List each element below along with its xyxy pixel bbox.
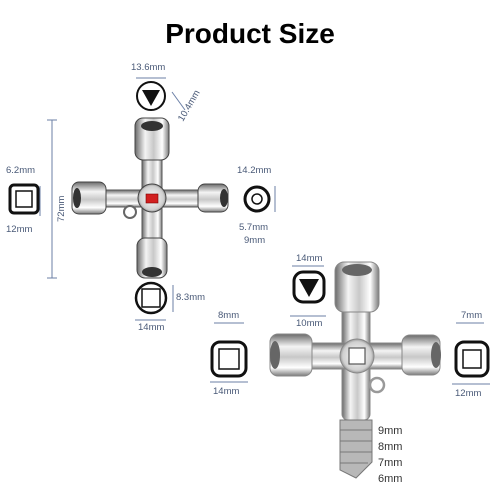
key2-step-size-3: 7mm [378,457,403,469]
key1-bottom-square-width-label: 14mm [138,322,165,333]
key1-ring-depth-label: 9mm [244,235,266,246]
key2-triangle-socket-icon [292,270,326,304]
key1-ring-outer-label: 14.2mm [237,165,272,176]
key1-left-square-inner-label: 6.2mm [6,165,36,176]
key1-triangle-width-label: 13.6mm [131,62,166,73]
key1-triangle-socket-icon [136,81,166,111]
key2-left-square-inner-label: 8mm [218,310,240,321]
key1-ring-socket-icon [243,185,271,213]
key2-right-square-inner-label: 7mm [461,310,483,321]
key2-right-square-outer-label: 12mm [455,388,482,399]
key2-dimensions [210,265,490,385]
key1-bottom-square-socket-icon [134,281,168,315]
key2-left-square-outer-label: 14mm [213,386,240,397]
key1-ring-inner-label: 5.7mm [239,222,269,233]
key1-total-length-label: 72mm [56,195,67,222]
key2-left-square-socket-icon [210,340,248,378]
key2-wrench [269,261,441,479]
key1-left-square-outer-label: 12mm [6,224,33,235]
key2-step-size-1: 9mm [378,425,403,437]
page-title: Product Size [165,18,335,49]
key1-bottom-square-depth-label: 8.3mm [176,292,206,303]
key1-dimensions [39,77,276,321]
key2-triangle-outer-label: 14mm [296,253,323,264]
key2-triangle-inner-label: 10mm [296,318,323,329]
key2-step-size-4: 6mm [378,473,403,485]
key1-left-square-socket-icon [8,183,40,215]
key1-wrench [71,117,229,279]
key2-right-square-socket-icon [454,340,490,378]
key2-step-size-2: 8mm [378,441,403,453]
